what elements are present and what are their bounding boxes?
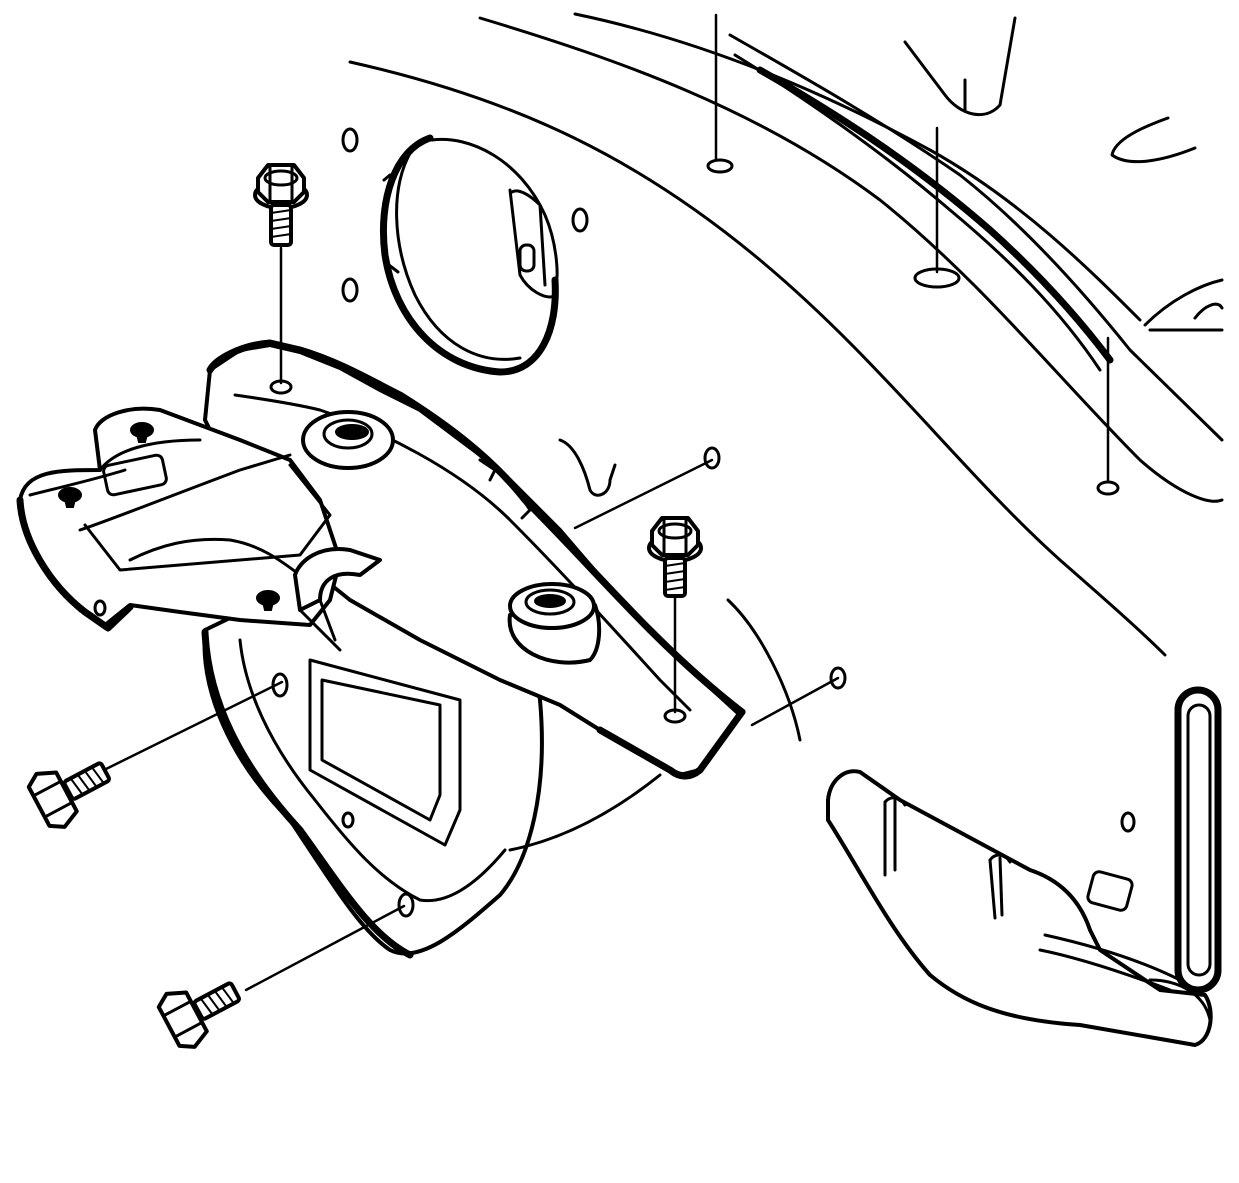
cross-bracket-outer-edge: [16, 496, 134, 632]
bolt-top-middle: [647, 516, 703, 598]
cross-bracket-recess: [83, 463, 332, 572]
isolator-bottom-center: [534, 594, 566, 608]
bracket-strap: [293, 547, 382, 612]
panel-channel-outer: [728, 33, 1224, 442]
trim-clip: [883, 796, 907, 877]
hex-flange-bolt-icon: [26, 761, 111, 829]
body-panel: [341, 12, 1224, 833]
cover-inner-ring: [395, 148, 522, 361]
bolt-bottom-left: [156, 981, 241, 1049]
cross-bracket-fold: [78, 453, 292, 532]
hex-flange-bolt-icon: [253, 163, 309, 247]
cover-clips: [382, 173, 400, 274]
cross-bracket-hole: [93, 599, 107, 617]
trim-vertical-slot-outer: [1174, 686, 1222, 994]
bolt-top-left: [253, 163, 309, 247]
panel-slot-opening: [1110, 116, 1197, 164]
shield-bolt-hole: [397, 892, 415, 918]
shield-hole: [341, 811, 355, 829]
right-side-trim: [726, 598, 1222, 1047]
cover-outer-rim: [379, 134, 559, 376]
leader-line: [102, 680, 284, 772]
shield-recess-inner: [320, 678, 442, 822]
trim-square-hole: [1086, 870, 1134, 912]
hex-flange-bolt-icon: [156, 981, 241, 1049]
panel-hole: [703, 446, 721, 470]
panel-hole: [341, 277, 359, 303]
cross-bracket-channel: [128, 537, 302, 577]
leader-line: [244, 904, 406, 992]
panel-channel-inner: [733, 53, 1102, 372]
panel-hole: [1096, 480, 1120, 496]
trim-edge-line: [726, 598, 802, 742]
panel-contour-line: [478, 16, 1224, 503]
isolator-top-center: [335, 424, 369, 440]
panel-hole: [341, 127, 359, 153]
rail-to-panel-leader: [573, 458, 714, 530]
trim-lower-lip: [1038, 933, 1182, 992]
cover-upper-edge: [430, 137, 559, 284]
rubber-isolator-top: [301, 410, 395, 470]
shield-inner-edge: [238, 638, 507, 903]
cover-tab: [508, 188, 557, 299]
cross-bracket-slot: [102, 453, 168, 497]
bracket-strap-leg: [298, 598, 342, 652]
mounting-bracket: [16, 339, 847, 780]
panel-top-notch: [903, 16, 1017, 116]
isolator-top-cup: [322, 418, 374, 450]
shield-outer-edge: [201, 628, 414, 959]
bracket-rail-ridge: [233, 393, 692, 712]
keyhole-slot: [256, 590, 280, 611]
shield-recess: [308, 658, 462, 847]
panel-edge-line: [348, 60, 1167, 657]
isolator-bottom-cup: [524, 588, 576, 616]
shield-bolt-hole: [271, 672, 289, 698]
trim-clip: [988, 853, 1012, 920]
panel-hole: [1120, 811, 1136, 833]
shield-attach-line: [508, 773, 662, 852]
cover-tab-slot: [518, 243, 536, 273]
bracket-rail-flange: [558, 438, 617, 497]
keyhole-slot: [58, 487, 82, 508]
bracket-rail-tabs: [478, 458, 532, 520]
panel-upper-line: [573, 12, 1142, 322]
rail-end-leader: [750, 676, 840, 727]
cover-tab-outline: [510, 189, 547, 287]
hex-flange-bolt-icon: [647, 516, 703, 598]
cross-bracket-lip: [28, 438, 202, 497]
panel-channel-shadow: [756, 66, 1114, 364]
trim-vertical-slot-inner: [1186, 703, 1212, 977]
panel-hole: [829, 666, 847, 690]
bracket-rail-end: [596, 708, 746, 780]
circular-access-cover: [379, 134, 559, 376]
panel-hole: [706, 158, 734, 174]
bolt-lower-left: [26, 761, 111, 829]
bracket-rail-top-edge: [206, 339, 746, 716]
panel-hole: [571, 207, 589, 233]
panel-right-bracket: [1143, 278, 1224, 332]
keyhole-slot: [130, 422, 154, 443]
panel-leaders: [102, 13, 1110, 992]
